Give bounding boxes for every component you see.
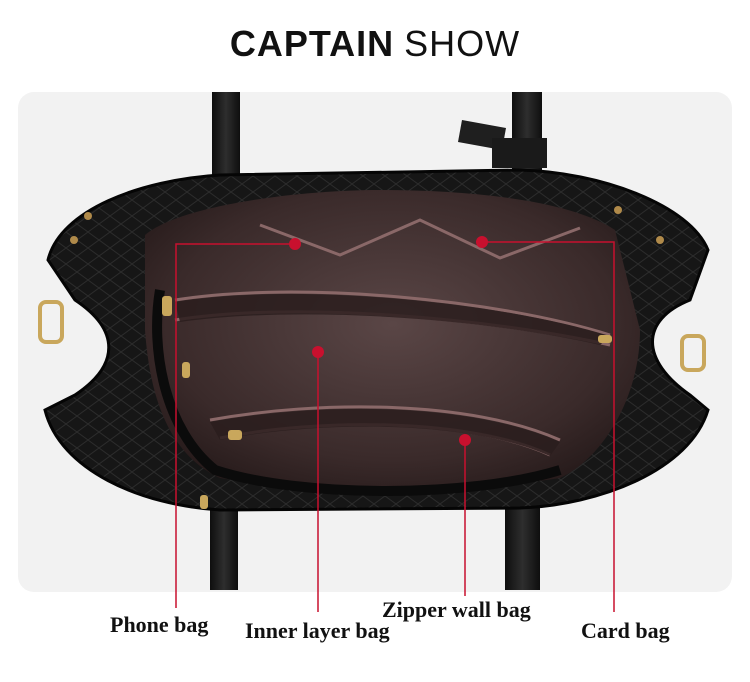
label-inner-layer-bag: Inner layer bag [245,618,390,643]
label-card-bag: Card bag [581,618,670,643]
brand-name-bold: CAPTAIN [229,23,395,64]
callout-phone-bag [175,238,301,608]
callout-zipper-wall-bag [459,434,471,596]
label-phone-bag: Phone bag [110,612,209,637]
top-handles [212,92,547,180]
brand-header: CAPTAIN SHOW [0,0,750,88]
callout-card-bag [476,236,615,612]
zipper-pulls [162,296,612,509]
label-zipper-wall-bag: Zipper wall bag [382,597,531,622]
bottom-handles [210,500,540,590]
brand-name-light: SHOW [404,23,521,64]
callout-inner-layer-bag [312,346,324,612]
side-buckles [38,206,706,372]
